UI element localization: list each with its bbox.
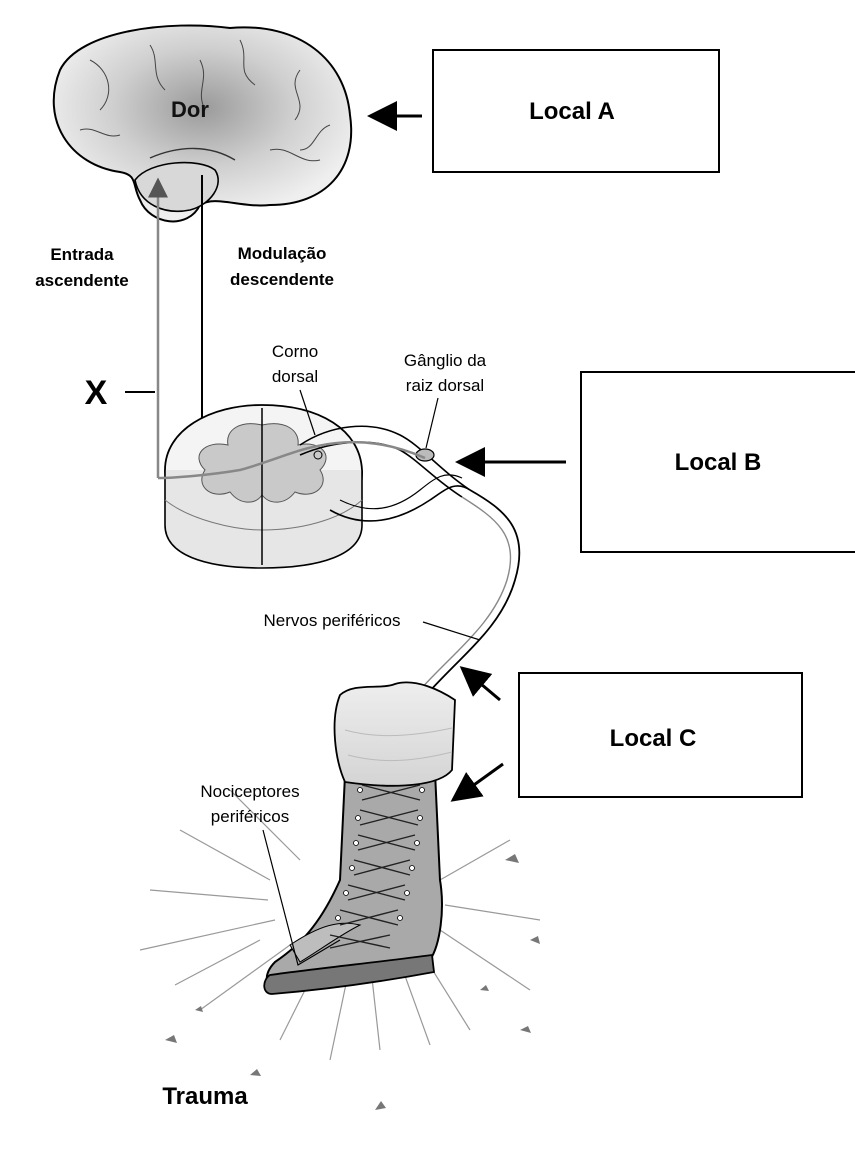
boot-illustration [140, 682, 540, 1110]
local-c-arrow-upper [462, 668, 500, 700]
ganglion-label-line1: Gânglio da [404, 351, 487, 370]
ganglion-leader [426, 398, 438, 448]
ascending-label-line2: ascendente [35, 271, 129, 290]
dorsal-horn-label-line1: Corno [272, 342, 318, 361]
pain-label: Dor [171, 97, 209, 122]
peripheral-nerves-label: Nervos periféricos [264, 611, 401, 630]
ganglion-label-line2: raiz dorsal [406, 376, 484, 395]
ascending-label-line1: Entrada [50, 245, 114, 264]
descending-label-line1: Modulação [238, 244, 327, 263]
local-c-arrow-lower [453, 764, 503, 800]
peripheral-nerves-leader [423, 622, 480, 640]
local-c-label: Local C [610, 725, 697, 752]
descending-label-line2: descendente [230, 270, 334, 289]
nociceptors-label-line2: periféricos [211, 807, 289, 826]
x-marker: X [85, 374, 108, 412]
local-b-label: Local B [675, 449, 762, 476]
nociceptors-label-line1: Nociceptores [200, 782, 299, 801]
local-a-label: Local A [529, 98, 615, 125]
dorsal-horn-label-line2: dorsal [272, 367, 318, 386]
peripheral-nerve [410, 490, 519, 715]
spinal-cord [165, 405, 470, 568]
trauma-label: Trauma [162, 1083, 248, 1110]
